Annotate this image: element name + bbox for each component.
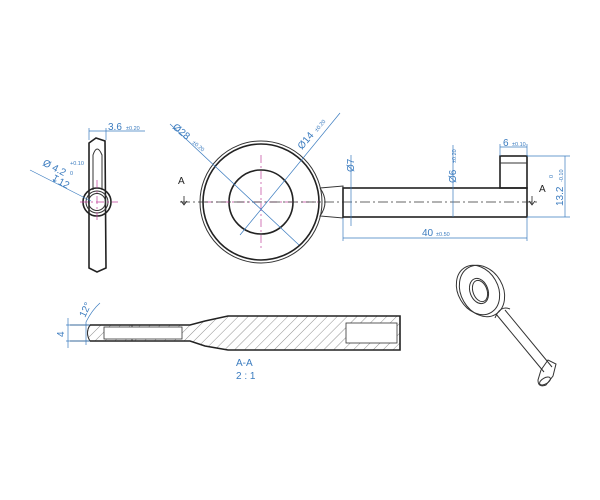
shaft-dia: Ø6 <box>448 169 459 183</box>
iso-bow <box>455 264 501 316</box>
iso-bit <box>537 359 557 387</box>
section-arrow-left-icon <box>180 196 188 206</box>
neck <box>319 185 344 219</box>
bit-height-tol-upper: 0 <box>549 175 555 178</box>
bit-width: 6 <box>503 138 509 149</box>
neck-dia: Ø7 <box>346 158 357 172</box>
inner-dia: Ø14 <box>296 130 317 152</box>
isometric-view <box>455 264 557 387</box>
section-outline <box>90 315 401 351</box>
outer-tol: ±0.20 <box>191 140 205 153</box>
inner-dia-leader <box>239 112 341 236</box>
bit-height: 13.2 <box>555 186 566 206</box>
section-scale: 2 : 1 <box>236 371 256 382</box>
section-mark-left: A <box>178 176 185 187</box>
outer-dia-leader <box>169 123 300 246</box>
length-dim: 40 <box>422 228 434 239</box>
section-arrow-right-icon <box>528 196 536 206</box>
section-mark-right: A <box>539 184 546 195</box>
bit <box>499 155 528 189</box>
iso-shaft <box>495 309 553 373</box>
thickness-dim: 4 <box>56 331 67 337</box>
side-ring-inner <box>88 193 106 211</box>
hole-tol-upper: +0.10 <box>70 161 84 167</box>
bit-height-tol-lower: -0.10 <box>559 169 565 182</box>
side-slot <box>92 148 103 190</box>
section-bit-pocket <box>345 322 398 344</box>
width-tol: ±0.20 <box>126 126 140 132</box>
width-dim: 3.6 <box>108 122 122 133</box>
iso-bow-hole <box>468 277 490 305</box>
angle-dim-line <box>85 302 101 345</box>
length-tol: ±0.50 <box>436 232 450 238</box>
bit-width-tol: ±0.10 <box>512 142 526 148</box>
section-bore <box>103 326 183 340</box>
section-view: 4 12° A-A 2 : 1 <box>56 301 401 382</box>
shaft <box>342 187 528 218</box>
hole-tol-lower: 0 <box>70 171 73 177</box>
side-body-outline <box>88 137 107 273</box>
angle-dim: 12° <box>78 301 94 319</box>
front-view: A A Ø28 ±0.20 Ø14 ±0.20 Ø7 Ø6 ±0.20 40 ±… <box>169 112 570 264</box>
side-view: 3.6 ±0.20 Ø 4.2 +0.10 0 ↧12 <box>29 122 145 273</box>
outer-dia: Ø28 <box>170 122 192 143</box>
section-label: A-A <box>236 358 253 369</box>
hole-leader <box>29 169 92 202</box>
depth-dim: ↧12 <box>49 173 72 192</box>
shaft-tol: ±0.20 <box>452 149 458 163</box>
